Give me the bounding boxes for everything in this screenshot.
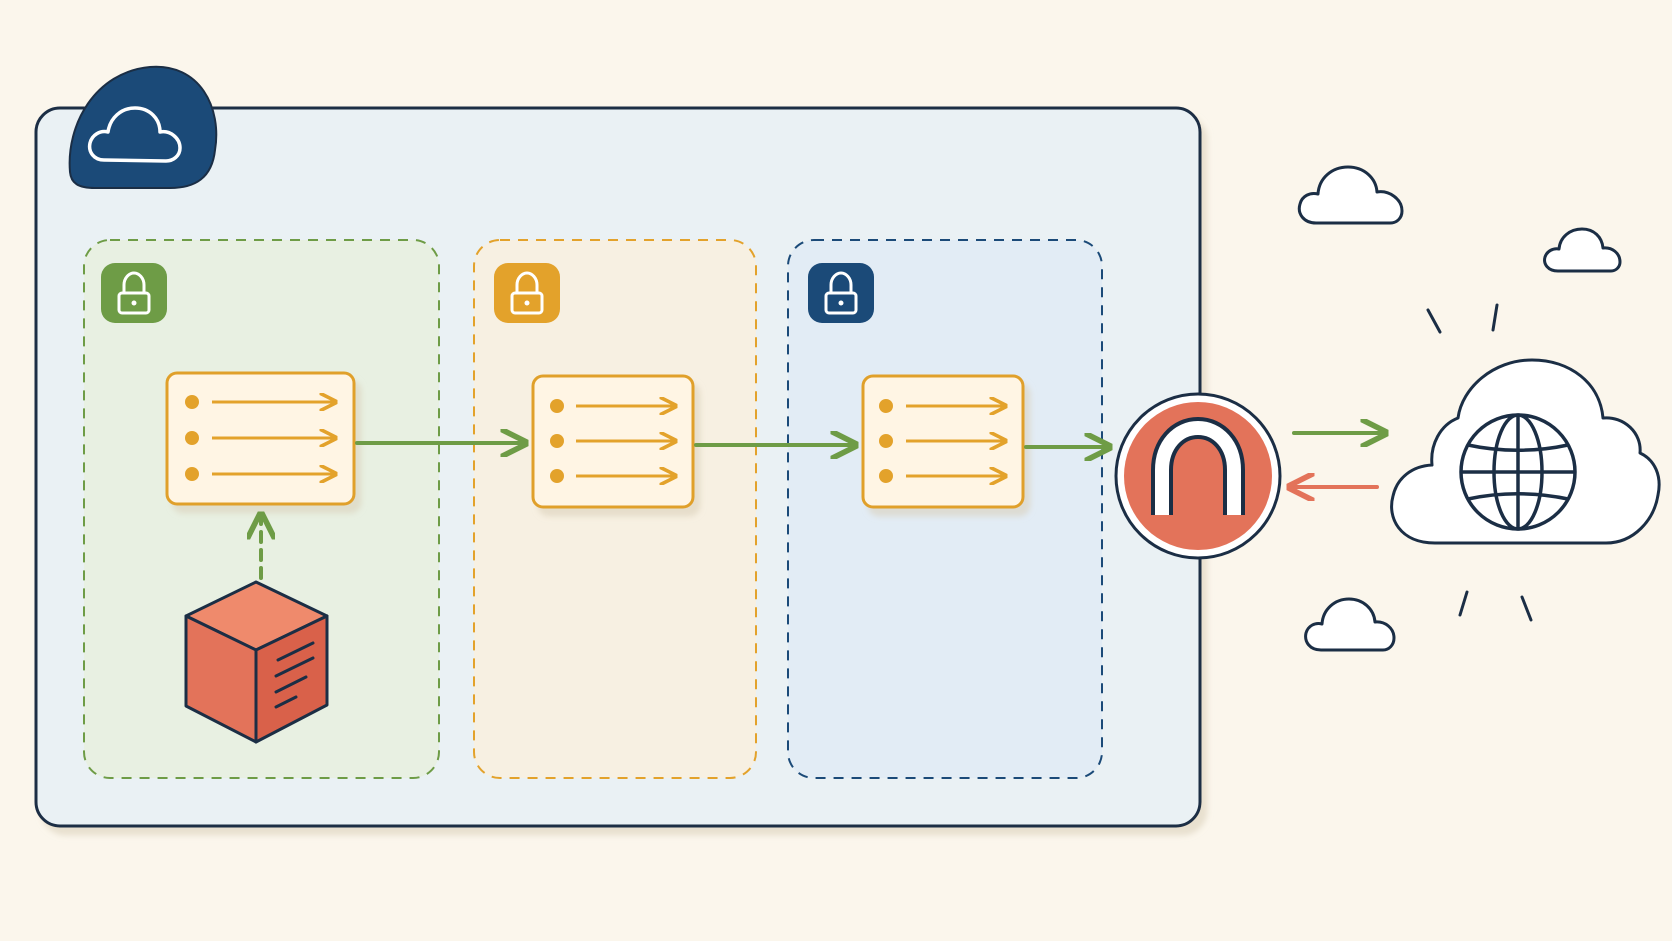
cloud-icon [1543,227,1622,273]
route-table-icon [185,395,334,481]
router-3 [861,374,1025,509]
router-1 [165,371,356,506]
globe-cloud-icon [1390,303,1661,622]
router-2 [531,374,695,509]
lock-icon [510,271,544,315]
lock-icon [824,271,858,315]
route-table-icon [550,399,674,483]
zone-3-border [787,239,1103,779]
globe-icon [1459,413,1577,531]
zone-2 [473,239,757,779]
cloud-badge [68,65,218,189]
radiating-lines [1426,303,1533,622]
internet-gateway-icon [1114,392,1282,560]
cloud-icon [1304,597,1396,652]
zone-3 [787,239,1103,779]
cloud-icon [1297,165,1404,225]
zone-1-lock-badge [101,263,167,323]
zone-2-lock-badge [494,263,560,323]
instance-box-icon [184,580,329,744]
zone-3-lock-badge [808,263,874,323]
lock-icon [117,271,151,315]
route-table-icon [879,399,1004,483]
cloud-icon [87,106,182,163]
